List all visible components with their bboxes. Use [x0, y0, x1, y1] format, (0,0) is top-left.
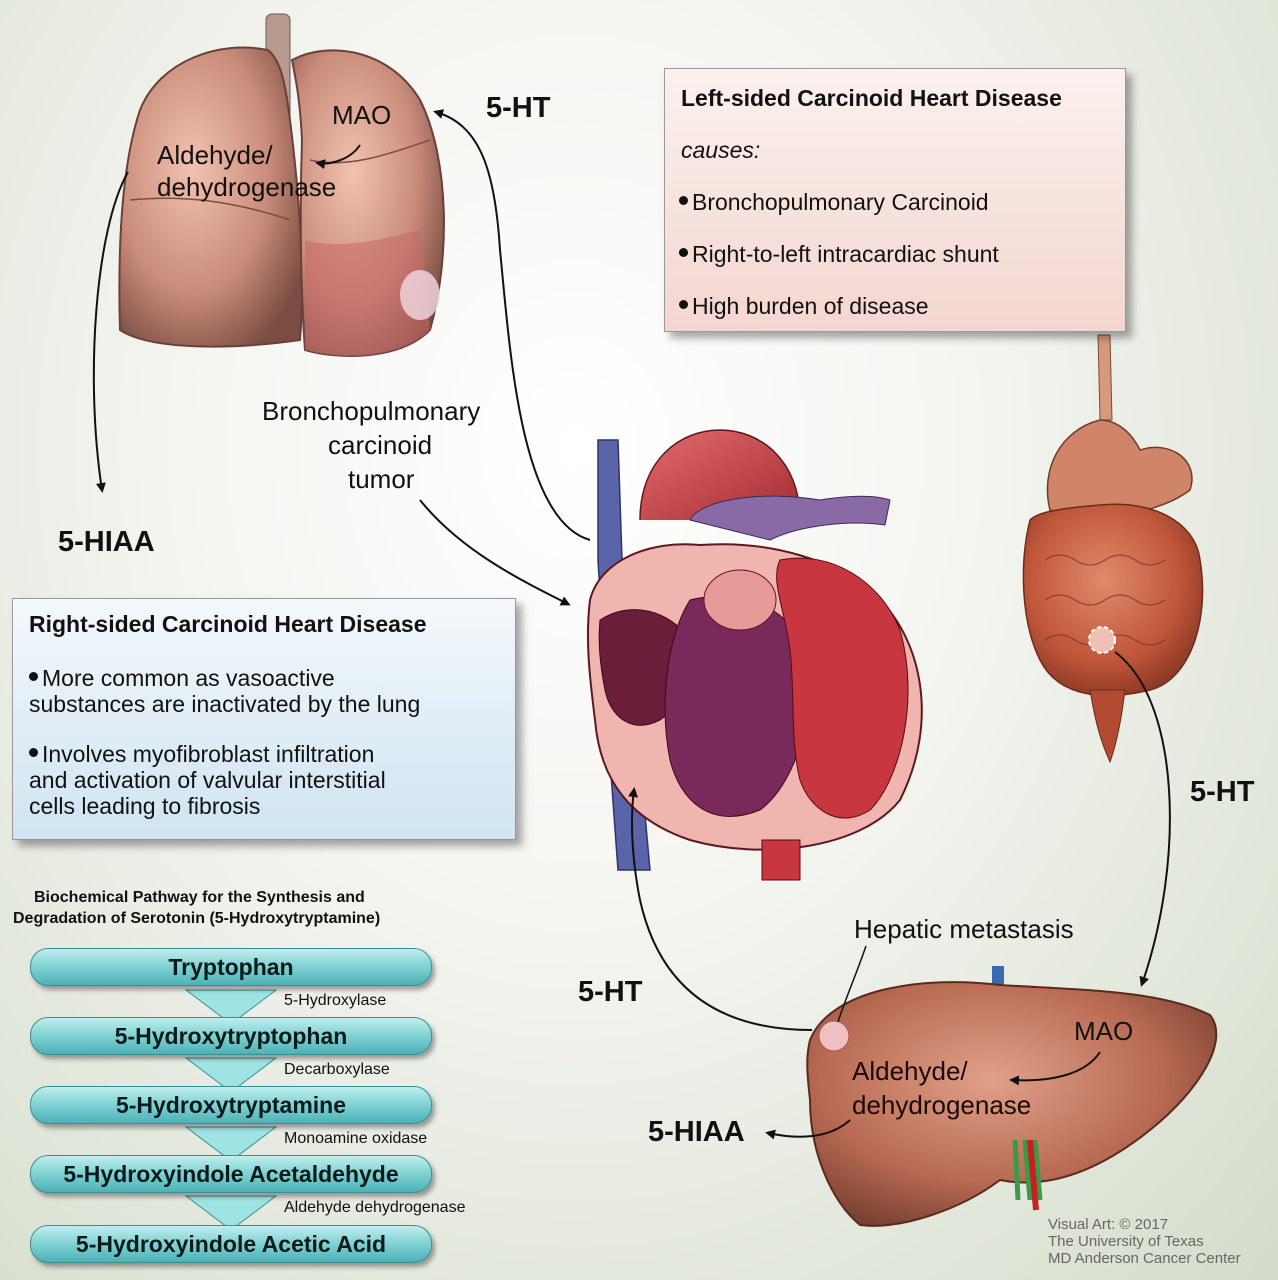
left-sided-disease-box: Left-sided Carcinoid Heart Disease cause…	[664, 68, 1126, 332]
tumor-label-line1: Bronchopulmonary	[262, 396, 481, 426]
credit-line3: MD Anderson Cancer Center	[1048, 1250, 1241, 1267]
left-box-item-3-text: High burden of disease	[692, 293, 929, 319]
pathway-enzyme-1: 5-Hydroxylase	[284, 992, 387, 1009]
liver-to-heart-arrow	[628, 787, 813, 1031]
bullet-icon	[29, 748, 38, 758]
left-box-item-3: High burden of disease	[679, 293, 929, 319]
bullet-icon	[29, 672, 38, 682]
tumor-label-line3: tumor	[348, 464, 415, 494]
hepatic-pointer-line	[837, 945, 867, 1023]
lung-hiaa-label: 5-HIAA	[58, 526, 155, 558]
pathway-arrow-3	[184, 1126, 278, 1162]
right-box-item-2: Involves myofibroblast infiltration and …	[29, 741, 386, 819]
left-box-item-2-text: Right-to-left intracardiac shunt	[692, 241, 999, 267]
lung-enzyme-label-line1: Aldehyde/	[157, 140, 273, 170]
right-box-item-1: More common as vasoactive substances are…	[29, 665, 420, 717]
tumor-to-heart-arrow	[419, 499, 571, 606]
pathway-arrow-1	[184, 989, 278, 1025]
pathway-step-2: 5-Hydroxytryptophan	[30, 1017, 432, 1055]
bullet-icon	[679, 196, 688, 206]
credit-line2: The University of Texas	[1048, 1233, 1204, 1250]
lung-to-hiaa-arrow	[92, 171, 129, 493]
pathway-step-4: 5-Hydroxyindole Acetaldehyde	[30, 1155, 432, 1193]
pathway-arrow-2	[184, 1057, 278, 1093]
pathway-step-3: 5-Hydroxytryptamine	[30, 1086, 432, 1124]
bullet-icon	[679, 248, 688, 258]
pathway-arrow-4	[184, 1195, 278, 1231]
serotonin-top-label: 5-HT	[486, 92, 551, 124]
right-box-item-2-line1: Involves myofibroblast infiltration	[42, 741, 375, 767]
lungs-illustration	[118, 13, 445, 357]
heart-to-lung-arrow	[433, 109, 591, 541]
pathway-title-line2: Degradation of Serotonin (5-Hydroxytrypt…	[13, 910, 381, 927]
right-box-item-1-line1: More common as vasoactive	[42, 665, 335, 691]
pathway-step-5: 5-Hydroxyindole Acetic Acid	[30, 1225, 432, 1263]
pathway-step-1: Tryptophan	[30, 948, 432, 986]
tumor-label-line2: carcinoid	[328, 430, 433, 460]
credit-line1: Visual Art: © 2017	[1048, 1216, 1169, 1233]
lung-mao-label: MAO	[332, 100, 392, 130]
right-box-item-2-line2: and activation of valvular interstitial	[29, 767, 386, 793]
right-box-item-2-line3: cells leading to fibrosis	[29, 793, 261, 819]
flow-arrows	[92, 109, 1171, 1140]
bullet-icon	[679, 300, 688, 310]
left-box-item-2: Right-to-left intracardiac shunt	[679, 241, 999, 267]
liver-to-hiaa-arrow	[765, 1119, 851, 1140]
gut-to-liver-arrow	[1114, 651, 1171, 987]
right-box-title: Right-sided Carcinoid Heart Disease	[29, 611, 427, 637]
hepatic-metastasis-label: Hepatic metastasis	[854, 914, 1074, 944]
right-sided-disease-box: Right-sided Carcinoid Heart Disease More…	[12, 598, 516, 840]
pathway-enzyme-4: Aldehyde dehydrogenase	[284, 1199, 466, 1216]
lung-mao-arrow	[315, 144, 361, 170]
left-box-causes: causes:	[681, 137, 761, 163]
liver-mao-arrow	[1009, 1051, 1101, 1086]
lung-enzyme-label-line2: dehydrogenase	[157, 172, 337, 202]
liver-enzyme-label-line1: Aldehyde/	[852, 1056, 968, 1086]
left-box-title: Left-sided Carcinoid Heart Disease	[681, 85, 1062, 111]
left-box-item-1: Bronchopulmonary Carcinoid	[679, 189, 989, 215]
liver-enzyme-label-line2: dehydrogenase	[852, 1090, 1032, 1120]
right-box-item-1-line2: substances are inactivated by the lung	[29, 691, 421, 717]
left-box-item-1-text: Bronchopulmonary Carcinoid	[692, 189, 989, 215]
liver-illustration	[806, 966, 1218, 1227]
serotonin-right-label: 5-HT	[1190, 776, 1255, 808]
pathway-arrows	[184, 989, 278, 1231]
serotonin-bottom-label: 5-HT	[578, 976, 643, 1008]
pathway-enzyme-2: Decarboxylase	[284, 1061, 390, 1078]
pathway-enzyme-3: Monoamine oxidase	[284, 1130, 428, 1147]
intestine-illustration	[1022, 334, 1204, 764]
pathway-title-line1: Biochemical Pathway for the Synthesis an…	[34, 889, 365, 906]
liver-mao-label: MAO	[1074, 1016, 1134, 1046]
heart-illustration	[586, 429, 923, 881]
liver-hiaa-label: 5-HIAA	[648, 1116, 745, 1148]
